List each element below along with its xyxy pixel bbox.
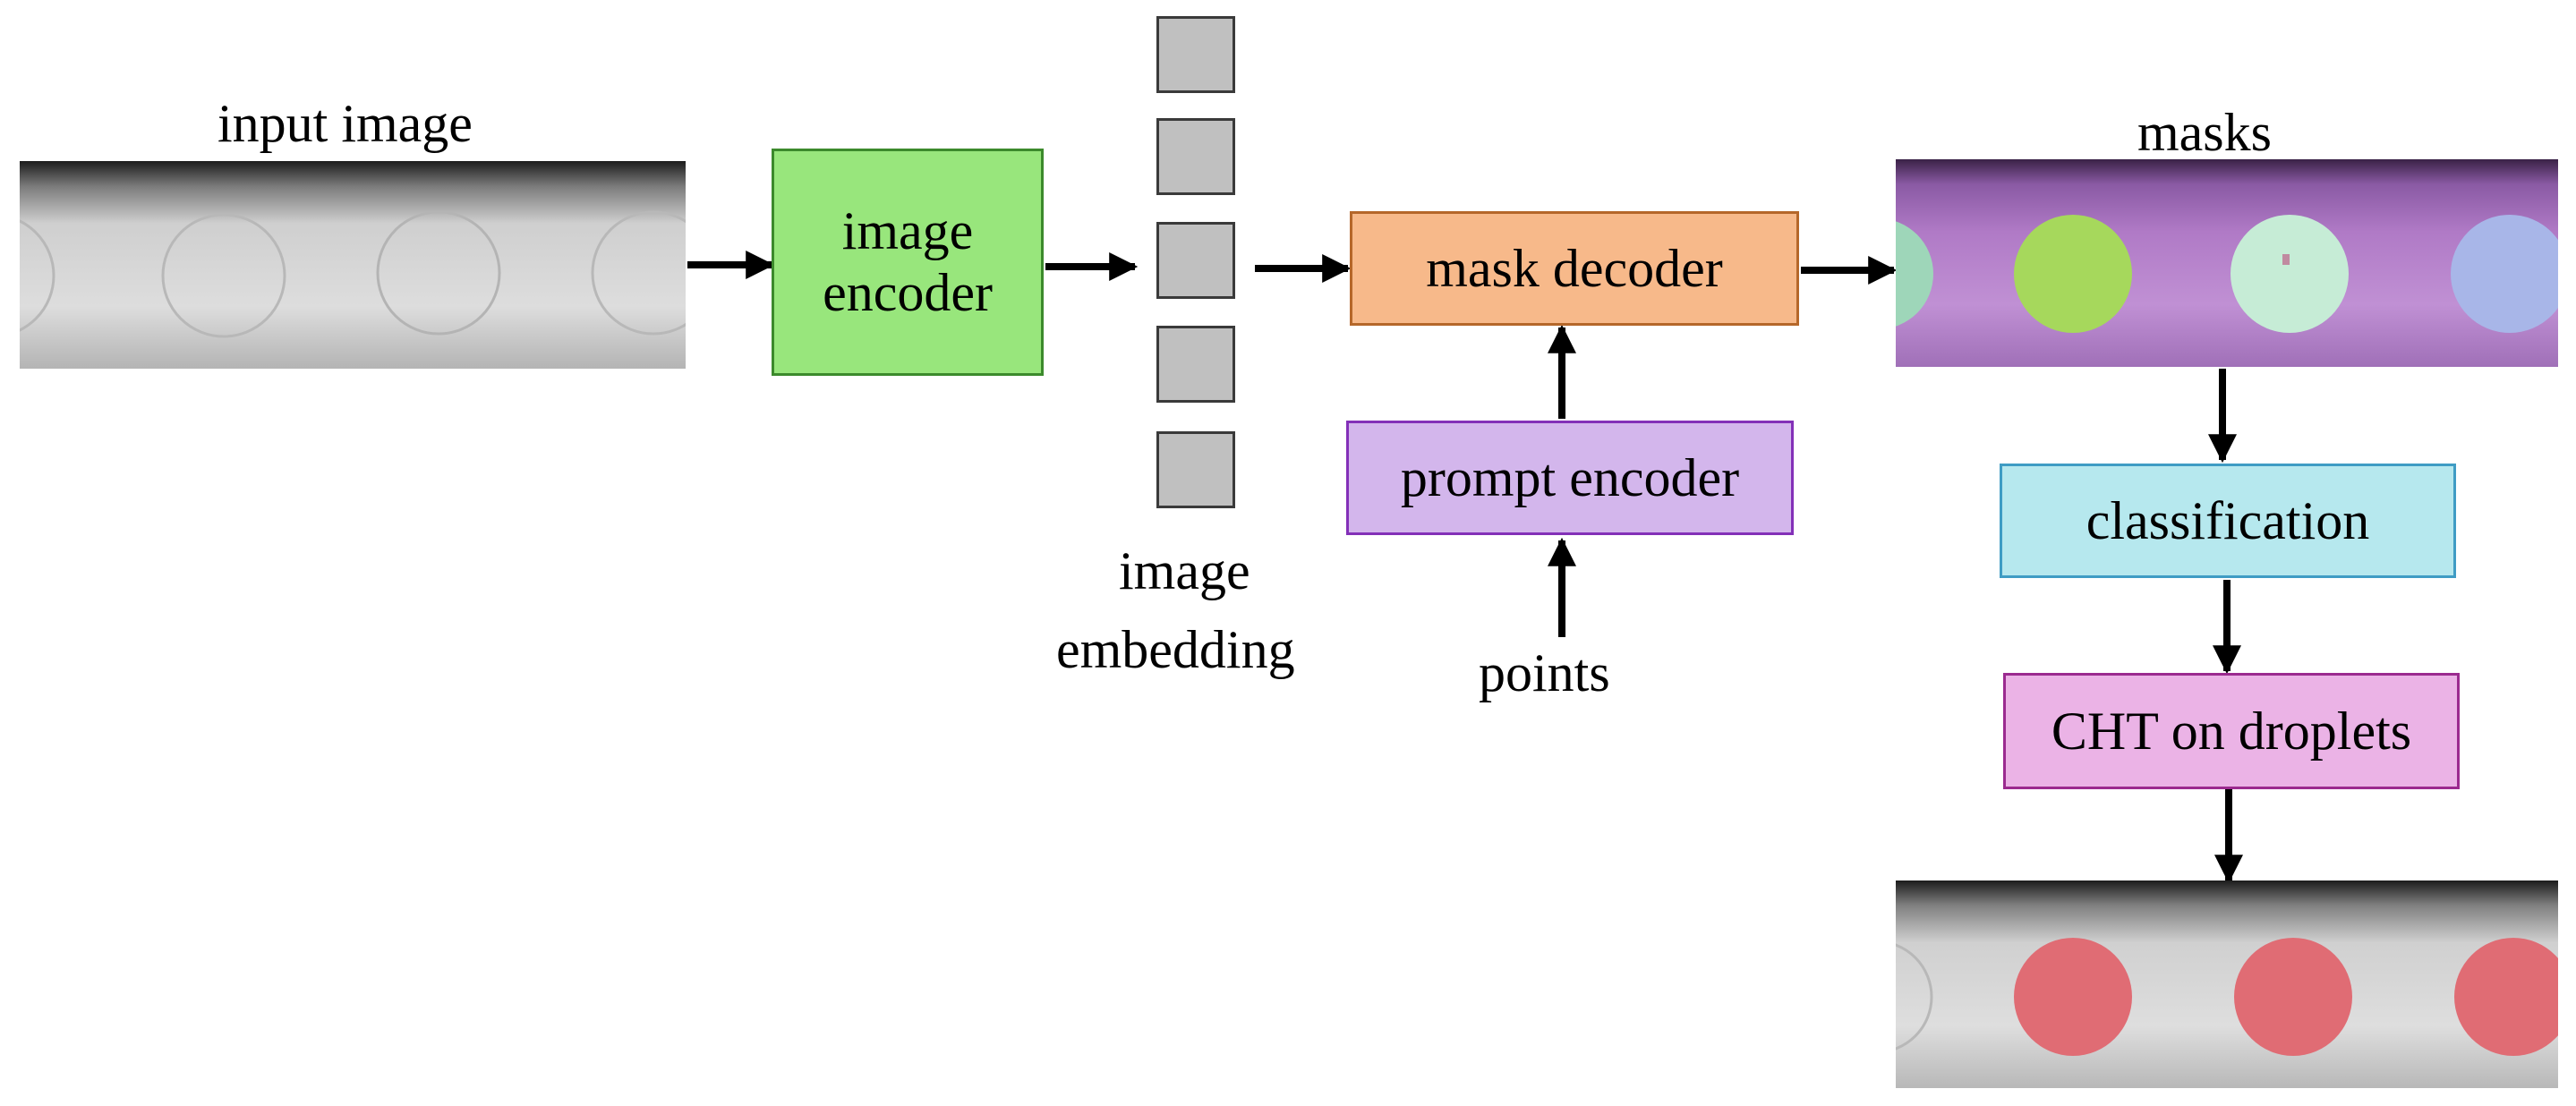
masks-image xyxy=(1896,159,2558,367)
embedding-token xyxy=(1156,326,1235,403)
masks-label: masks xyxy=(2137,103,2272,162)
embedding-token xyxy=(1156,16,1235,93)
output-image-picture xyxy=(1896,881,2558,1088)
cht-on-droplets-box: CHT on droplets xyxy=(2003,673,2460,789)
image-embedding-label-line1: image xyxy=(1119,541,1250,600)
image-encoder-label-line1: image xyxy=(841,201,974,260)
image-encoder-label-line2: encoder xyxy=(823,263,993,322)
mask-decoder-box: mask decoder xyxy=(1350,211,1799,326)
output-image xyxy=(1896,881,2558,1088)
embedding-token xyxy=(1156,118,1235,195)
input-image xyxy=(20,161,686,369)
image-embedding-label-line2: embedding xyxy=(1056,620,1295,679)
input-image-picture xyxy=(20,161,686,369)
image-encoder-box: image encoder xyxy=(772,149,1044,376)
points-label: points xyxy=(1479,643,1610,702)
embedding-token xyxy=(1156,222,1235,299)
masks-picture xyxy=(1896,159,2558,367)
classification-box: classification xyxy=(2000,464,2456,578)
embedding-token xyxy=(1156,431,1235,508)
prompt-encoder-box: prompt encoder xyxy=(1346,421,1794,535)
input-image-label: input image xyxy=(218,94,473,153)
